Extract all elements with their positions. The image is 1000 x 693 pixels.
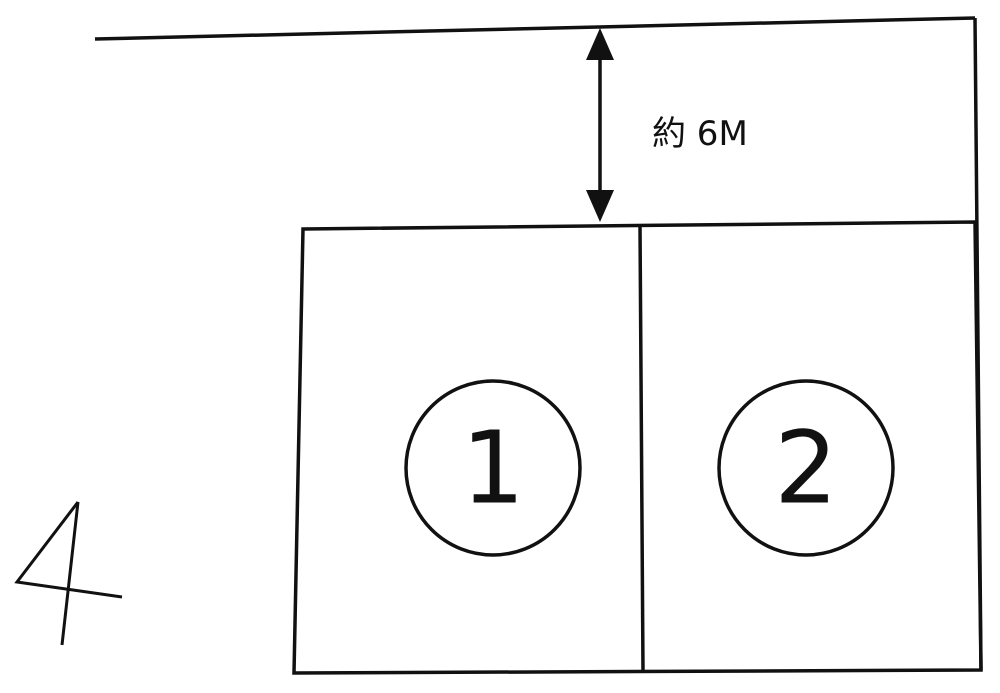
lot-divider: [638, 225, 645, 672]
lot-2: 2: [717, 379, 895, 557]
north-mark-stroke: [14, 501, 123, 599]
lot-1-number: 1: [461, 410, 525, 527]
arrow-up-icon: [586, 28, 614, 60]
north-arrow-icon: [14, 501, 123, 646]
road-top-boundary: [94, 16, 976, 41]
lot-1: 1: [404, 379, 582, 557]
lot-2-number: 2: [774, 410, 838, 527]
road-width-label: 約 6M: [652, 114, 748, 154]
road-width-dimension: 約 6M: [586, 28, 748, 222]
north-mark-stem: [60, 501, 80, 646]
lot-1-circle: [404, 379, 582, 557]
arrow-down-icon: [586, 190, 614, 222]
lot-2-circle: [717, 379, 895, 557]
plot-frame: [292, 220, 983, 675]
